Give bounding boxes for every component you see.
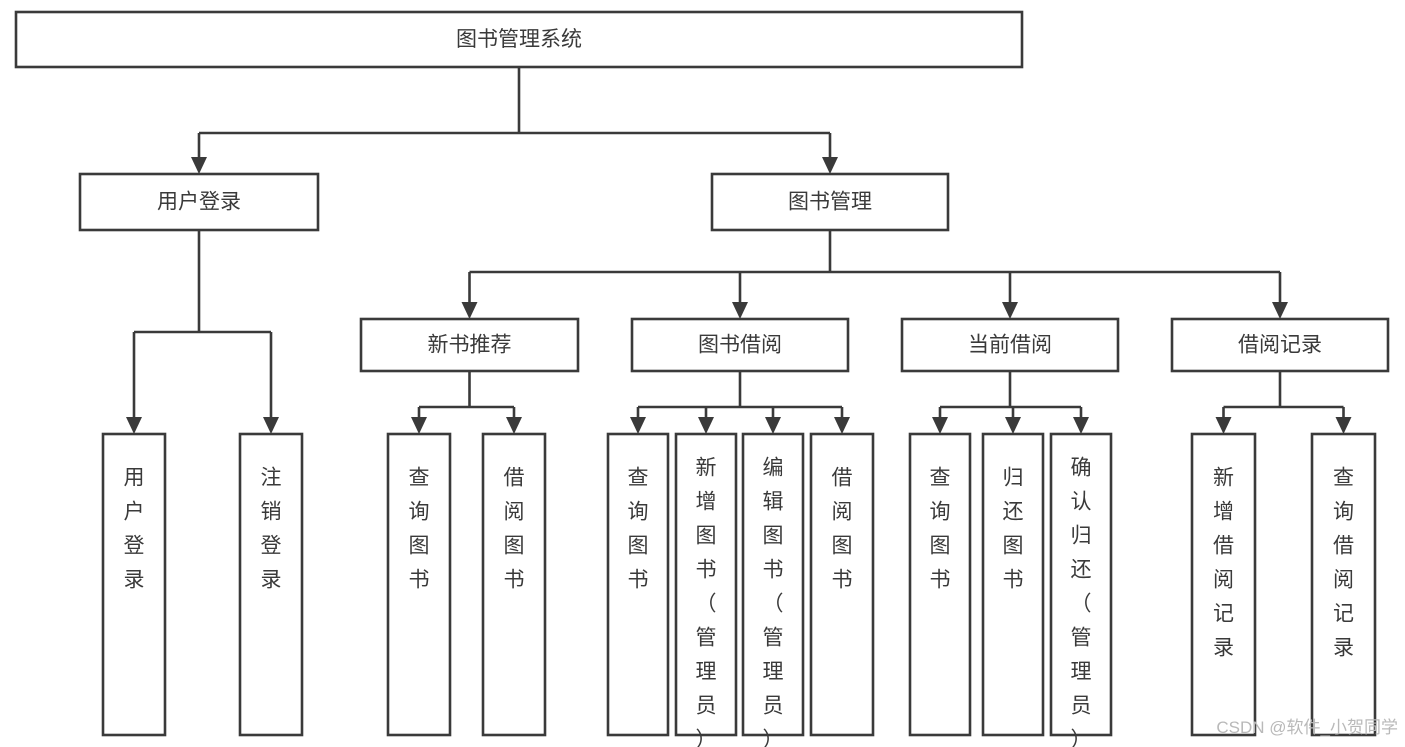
node-root[interactable]: 图书管理系统	[14, 10, 1024, 69]
node-label-leaf-return-book: 归还图书	[1003, 467, 1024, 592]
arrow-head-leaf-query-book-recommend	[411, 417, 427, 434]
node-box-leaf-borrow-book[interactable]	[809, 432, 875, 737]
arrow-head-leaf-edit-book-admin	[765, 417, 781, 434]
connector-layer	[126, 67, 1352, 434]
node-box-leaf-user-logout[interactable]	[238, 432, 304, 737]
node-borrow-records[interactable]: 借阅记录	[1170, 317, 1390, 373]
arrow-head-leaf-user-login	[126, 417, 142, 434]
connector-conn-current-borrow	[932, 371, 1089, 434]
arrow-head-book-management	[822, 157, 838, 174]
node-box-leaf-add-book-admin[interactable]	[674, 432, 738, 737]
node-box-borrow-records[interactable]	[1170, 317, 1390, 373]
node-label-current-borrow: 当前借阅	[968, 334, 1052, 357]
node-label-root: 图书管理系统	[456, 28, 582, 51]
arrow-head-current-borrow	[1002, 302, 1018, 319]
node-leaf-query-book-borrow[interactable]: 查询图书	[606, 432, 670, 737]
node-leaf-borrow-book[interactable]: 借阅图书	[809, 432, 875, 737]
node-box-book-management[interactable]	[710, 172, 950, 232]
node-box-new-book-recommend[interactable]	[359, 317, 580, 373]
connector-conn-user-login	[126, 230, 279, 434]
node-label-leaf-add-book-admin: 新增图书（管理员）	[696, 457, 717, 747]
node-label-user-login: 用户登录	[157, 191, 241, 214]
node-box-user-login[interactable]	[78, 172, 320, 232]
node-label-leaf-add-borrow-record: 新增借阅记录	[1213, 467, 1234, 660]
arrow-head-borrow-records	[1272, 302, 1288, 319]
connector-conn-new-book-recommend	[411, 371, 522, 434]
node-leaf-return-book[interactable]: 归还图书	[981, 432, 1045, 737]
node-label-book-management: 图书管理	[788, 191, 872, 214]
node-book-management[interactable]: 图书管理	[710, 172, 950, 232]
arrow-head-leaf-add-borrow-record	[1215, 417, 1232, 434]
node-label-leaf-borrow-book-recommend: 借阅图书	[504, 467, 525, 592]
node-leaf-add-book-admin[interactable]: 新增图书（管理员）	[674, 432, 738, 747]
node-box-root[interactable]	[14, 10, 1024, 69]
node-label-new-book-recommend: 新书推荐	[428, 334, 512, 357]
node-leaf-query-borrow-record[interactable]: 查询借阅记录	[1310, 432, 1377, 737]
node-box-leaf-query-book-borrow[interactable]	[606, 432, 670, 737]
node-box-leaf-borrow-book-recommend[interactable]	[481, 432, 547, 737]
arrow-head-leaf-query-borrow-record	[1335, 417, 1352, 434]
node-label-leaf-query-borrow-record: 查询借阅记录	[1333, 467, 1354, 660]
connector-conn-book-borrow	[630, 371, 850, 434]
node-leaf-user-login[interactable]: 用户登录	[101, 432, 167, 737]
arrow-head-leaf-query-book-current	[932, 417, 948, 434]
node-box-leaf-confirm-return-admin[interactable]	[1049, 432, 1113, 737]
node-box-current-borrow[interactable]	[900, 317, 1120, 373]
arrow-head-leaf-borrow-book-recommend	[506, 417, 522, 434]
node-leaf-query-book-recommend[interactable]: 查询图书	[386, 432, 452, 737]
node-current-borrow[interactable]: 当前借阅	[900, 317, 1120, 373]
node-box-book-borrow[interactable]	[630, 317, 850, 373]
node-leaf-borrow-book-recommend[interactable]: 借阅图书	[481, 432, 547, 737]
arrow-head-new-book-recommend	[461, 302, 478, 319]
node-label-book-borrow: 图书借阅	[698, 334, 782, 357]
node-leaf-edit-book-admin[interactable]: 编辑图书（管理员）	[741, 432, 805, 747]
node-leaf-confirm-return-admin[interactable]: 确认归还（管理员）	[1049, 432, 1113, 747]
node-label-leaf-borrow-book: 借阅图书	[832, 467, 853, 592]
node-box-leaf-query-book-recommend[interactable]	[386, 432, 452, 737]
node-label-leaf-query-book-current: 查询图书	[930, 467, 951, 592]
node-layer: 图书管理系统用户登录图书管理新书推荐图书借阅当前借阅借阅记录用户登录注销登录查询…	[14, 10, 1390, 747]
node-label-leaf-confirm-return-admin: 确认归还（管理员）	[1071, 457, 1092, 747]
arrow-head-book-borrow	[732, 302, 748, 319]
node-box-leaf-add-borrow-record[interactable]	[1190, 432, 1257, 737]
node-new-book-recommend[interactable]: 新书推荐	[359, 317, 580, 373]
node-label-leaf-user-logout: 注销登录	[261, 467, 282, 592]
node-box-leaf-edit-book-admin[interactable]	[741, 432, 805, 737]
arrow-head-leaf-user-logout	[263, 417, 279, 434]
arrow-head-leaf-borrow-book	[834, 417, 850, 434]
arrow-head-leaf-add-book-admin	[698, 417, 714, 434]
node-label-leaf-query-book-recommend: 查询图书	[409, 467, 430, 592]
node-box-leaf-return-book[interactable]	[981, 432, 1045, 737]
node-label-borrow-records: 借阅记录	[1238, 334, 1322, 357]
node-book-borrow[interactable]: 图书借阅	[630, 317, 850, 373]
node-leaf-user-logout[interactable]: 注销登录	[238, 432, 304, 737]
csdn-watermark: CSDN @软件_小贺同学	[1216, 718, 1398, 737]
node-box-leaf-user-login[interactable]	[101, 432, 167, 737]
node-leaf-add-borrow-record[interactable]: 新增借阅记录	[1190, 432, 1257, 737]
arrow-head-leaf-return-book	[1005, 417, 1021, 434]
connector-conn-borrow-records	[1215, 371, 1352, 434]
arrow-head-user-login	[191, 157, 207, 174]
node-user-login[interactable]: 用户登录	[78, 172, 320, 232]
arrow-head-leaf-confirm-return-admin	[1073, 417, 1089, 434]
node-label-leaf-user-login: 用户登录	[124, 467, 145, 592]
arrow-head-leaf-query-book-borrow	[630, 417, 646, 434]
connector-conn-root	[191, 67, 838, 174]
node-label-leaf-query-book-borrow: 查询图书	[628, 467, 649, 592]
node-leaf-query-book-current[interactable]: 查询图书	[908, 432, 972, 737]
node-box-leaf-query-book-current[interactable]	[908, 432, 972, 737]
node-label-leaf-edit-book-admin: 编辑图书（管理员）	[763, 457, 784, 747]
node-box-leaf-query-borrow-record[interactable]	[1310, 432, 1377, 737]
connector-conn-book-management	[461, 230, 1288, 319]
